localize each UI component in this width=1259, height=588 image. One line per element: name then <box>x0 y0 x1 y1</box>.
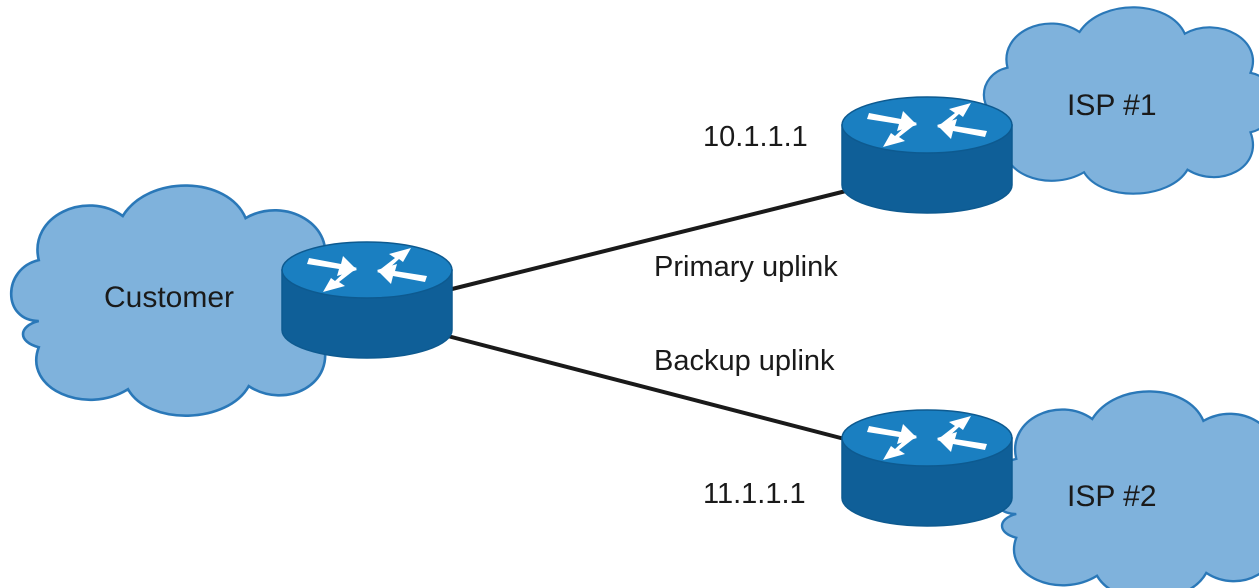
primary-uplink-label: Primary uplink <box>654 251 838 283</box>
links <box>439 188 861 445</box>
backup-uplink-label: Backup uplink <box>654 345 835 377</box>
isp1-cloud-label: ISP #1 <box>1067 89 1157 122</box>
customer-cloud-label: Customer <box>104 281 234 314</box>
isp1-router <box>841 96 1013 214</box>
primary-uplink-line <box>439 188 851 294</box>
isp1-router-ip: 10.1.1.1 <box>703 121 808 153</box>
isp2-cloud-label: ISP #2 <box>1067 480 1157 513</box>
isp2-router <box>841 409 1013 527</box>
customer-router <box>281 241 453 359</box>
backup-uplink-line <box>439 332 861 445</box>
isp2-router-ip: 11.1.1.1 <box>703 478 806 510</box>
